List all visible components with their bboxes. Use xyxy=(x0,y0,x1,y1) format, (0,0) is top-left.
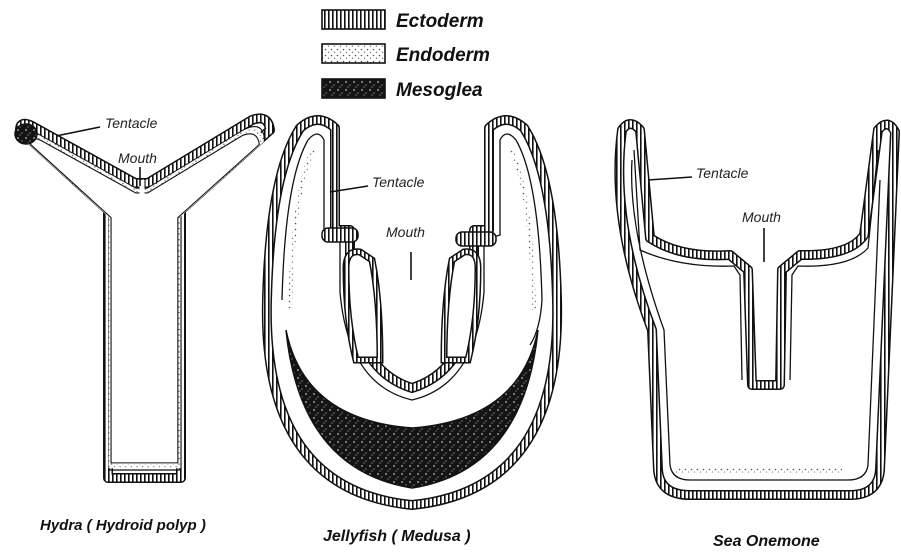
endoderm-swatch xyxy=(322,44,385,63)
jellyfish-mouth-label: Mouth xyxy=(386,224,425,240)
hydra-tentacle-leader xyxy=(56,127,100,136)
hydra-tentacle-label: Tentacle xyxy=(105,115,158,131)
jellyfish-caption: Jellyfish ( Medusa ) xyxy=(323,528,471,545)
hydra-mouth-label: Mouth xyxy=(118,150,157,166)
ectoderm-swatch xyxy=(322,10,385,29)
legend: Ectoderm Endoderm Mesoglea xyxy=(322,10,490,101)
mesoglea-swatch xyxy=(322,79,385,98)
legend-label-ectoderm: Ectoderm xyxy=(396,11,484,32)
anemone-tentacle-leader xyxy=(648,177,692,180)
hydra-body xyxy=(15,118,270,478)
legend-item-mesoglea: Mesoglea xyxy=(322,79,483,101)
jellyfish-tentacle-label: Tentacle xyxy=(372,174,425,190)
legend-label-mesoglea: Mesoglea xyxy=(396,80,483,101)
anemone-diagram: Mouth Tentacle Sea Onemone xyxy=(619,124,895,550)
legend-label-endoderm: Endoderm xyxy=(396,45,490,66)
hydra-diagram: Mouth Tentacle Hydra ( Hydroid polyp ) xyxy=(15,115,270,534)
anemone-tentacle-label: Tentacle xyxy=(696,165,749,181)
jellyfish-diagram: Mouth Tentacle Jellyfish ( Medusa ) xyxy=(267,120,557,545)
anemone-mouth-label: Mouth xyxy=(742,209,781,225)
legend-item-ectoderm: Ectoderm xyxy=(322,10,484,32)
anemone-caption: Sea Onemone xyxy=(713,533,820,550)
legend-item-endoderm: Endoderm xyxy=(322,44,490,66)
hydra-caption: Hydra ( Hydroid polyp ) xyxy=(40,517,206,534)
